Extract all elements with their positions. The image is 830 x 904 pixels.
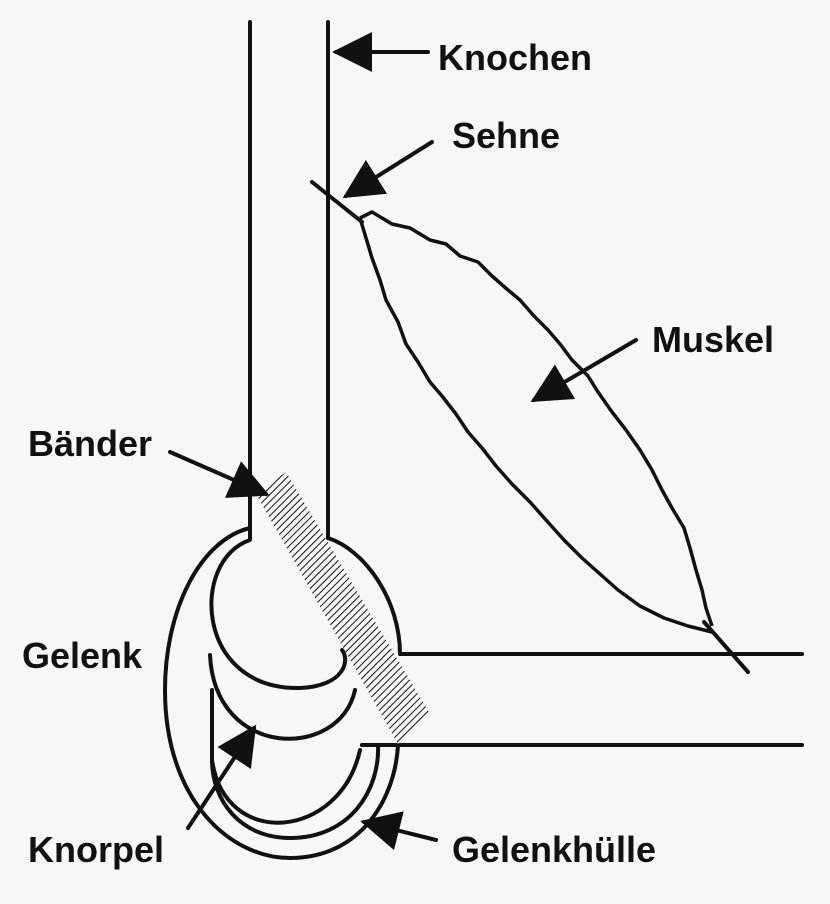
muscle-lower-contour [358,217,713,634]
label-sehne: Sehne [452,115,560,156]
label-gelenkhuelle: Gelenkhülle [452,829,656,870]
arrow-gelenkhuelle [360,811,438,851]
joint-capsule-outer-right [326,536,402,656]
upper-bone [209,20,348,691]
muscle-upper-contour [359,210,714,627]
lower-bone [360,652,804,747]
arrow-sehne [342,140,434,199]
muscle [358,210,714,634]
ligament-band [256,472,430,744]
label-knochen: Knochen [438,37,592,78]
joint-capsule-inner [210,743,381,840]
tendon-lower [702,620,750,674]
cartilage-upper-layer [208,653,357,741]
tendon-upper [310,180,364,224]
arrow-muskel [530,338,638,403]
label-muskel: Muskel [652,319,774,360]
label-gelenk: Gelenk [22,635,143,676]
arrows [168,32,638,851]
cartilage [208,653,362,825]
label-baender: Bänder [28,423,152,464]
label-knorpel: Knorpel [28,829,164,870]
upper-bone-head [209,526,348,691]
arrow-baender [168,450,270,498]
arrow-knorpel [186,724,257,830]
